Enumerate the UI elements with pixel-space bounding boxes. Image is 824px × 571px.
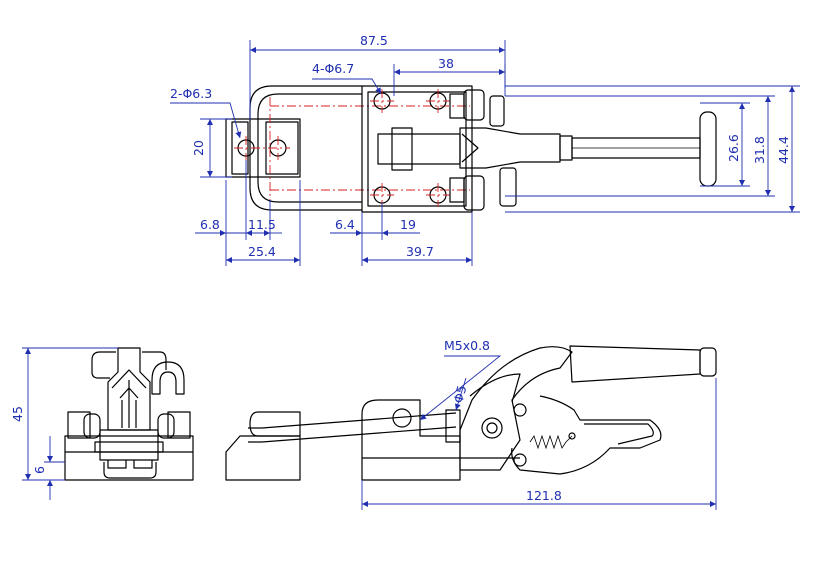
base-plate-inner: [367, 91, 467, 207]
front-u-bolt: [103, 462, 157, 479]
side-base: [361, 399, 461, 481]
side-rod-nut: [445, 409, 461, 443]
dim-width-overall: 44.4: [776, 136, 791, 164]
side-lever-body: [459, 346, 573, 471]
side-hook-head: [249, 411, 301, 437]
dim-hook-length: 25.4: [248, 244, 276, 259]
dim-front-base-height: 6: [32, 466, 47, 474]
side-pivot-hole: [392, 408, 412, 428]
u-bolt-outer: [249, 85, 362, 211]
dim-base-offset: 6.4: [335, 217, 355, 232]
top-view: 87.5 38 4-Φ6.7 2-Φ6.3 20 6.8 11.5 25.4: [170, 33, 800, 266]
front-right-loop: [151, 361, 185, 395]
front-right-bracket: [167, 411, 191, 439]
side-handle-end: [699, 347, 717, 377]
side-handle: [569, 345, 701, 383]
side-lever-inner: [469, 373, 521, 403]
side-hook-body: [225, 435, 301, 481]
front-right-nut: [157, 413, 175, 439]
dim-overall-length-top: 87.5: [360, 33, 388, 48]
front-view: 45 6: [10, 347, 194, 500]
plunger-tip: [461, 133, 479, 163]
front-left-bracket: [67, 411, 91, 439]
screw-top: [489, 95, 505, 127]
dim-base-hole-offset: 19: [400, 217, 416, 232]
front-center-block: [99, 429, 159, 461]
dim-hook-width: 20: [191, 140, 206, 156]
front-left-nut: [83, 413, 101, 439]
nut-top-2: [463, 89, 485, 121]
dim-base-length: 39.7: [406, 244, 434, 259]
dim-width-inner: 26.6: [726, 134, 741, 162]
dim-hook-holes: 2-Φ6.3: [170, 86, 212, 101]
hole-center-lines: [234, 89, 450, 207]
base-plate: [361, 85, 473, 213]
screw-bottom: [499, 167, 517, 207]
dim-mount-holes: 4-Φ6.7: [312, 61, 354, 76]
side-rod: [261, 412, 457, 443]
dim-hole-spacing: 38: [438, 56, 454, 71]
plunger-housing: [459, 127, 561, 169]
dim-hook-hole-spacing: 11.5: [248, 217, 276, 232]
front-tower: [107, 347, 151, 431]
dim-rod-diameter: Φ5: [450, 384, 469, 405]
front-base: [64, 435, 194, 481]
dim-hook-offset: 6.8: [200, 217, 220, 232]
side-view: M5x0.8 Φ5 121.8: [225, 338, 717, 510]
front-cross-bar: [94, 441, 164, 453]
mechanism-link: [391, 127, 413, 171]
dim-thread: M5x0.8: [444, 338, 490, 353]
side-lock-arm: [511, 395, 662, 475]
dim-front-height: 45: [10, 406, 25, 422]
dim-width-mid: 31.8: [752, 136, 767, 164]
side-nut: [481, 417, 503, 439]
dim-side-overall-length: 121.8: [526, 488, 562, 503]
front-left-loop: [91, 351, 116, 379]
nut-bottom-2: [463, 175, 485, 211]
side-spring: [529, 434, 573, 450]
handle-knob: [699, 111, 717, 187]
mechanism-body: [377, 133, 461, 165]
side-pin: [513, 403, 527, 417]
hook-inner-right: [265, 121, 299, 175]
hook-block: [225, 118, 301, 178]
plunger-collar: [559, 135, 573, 161]
hidden-rod-lines: [270, 105, 470, 191]
